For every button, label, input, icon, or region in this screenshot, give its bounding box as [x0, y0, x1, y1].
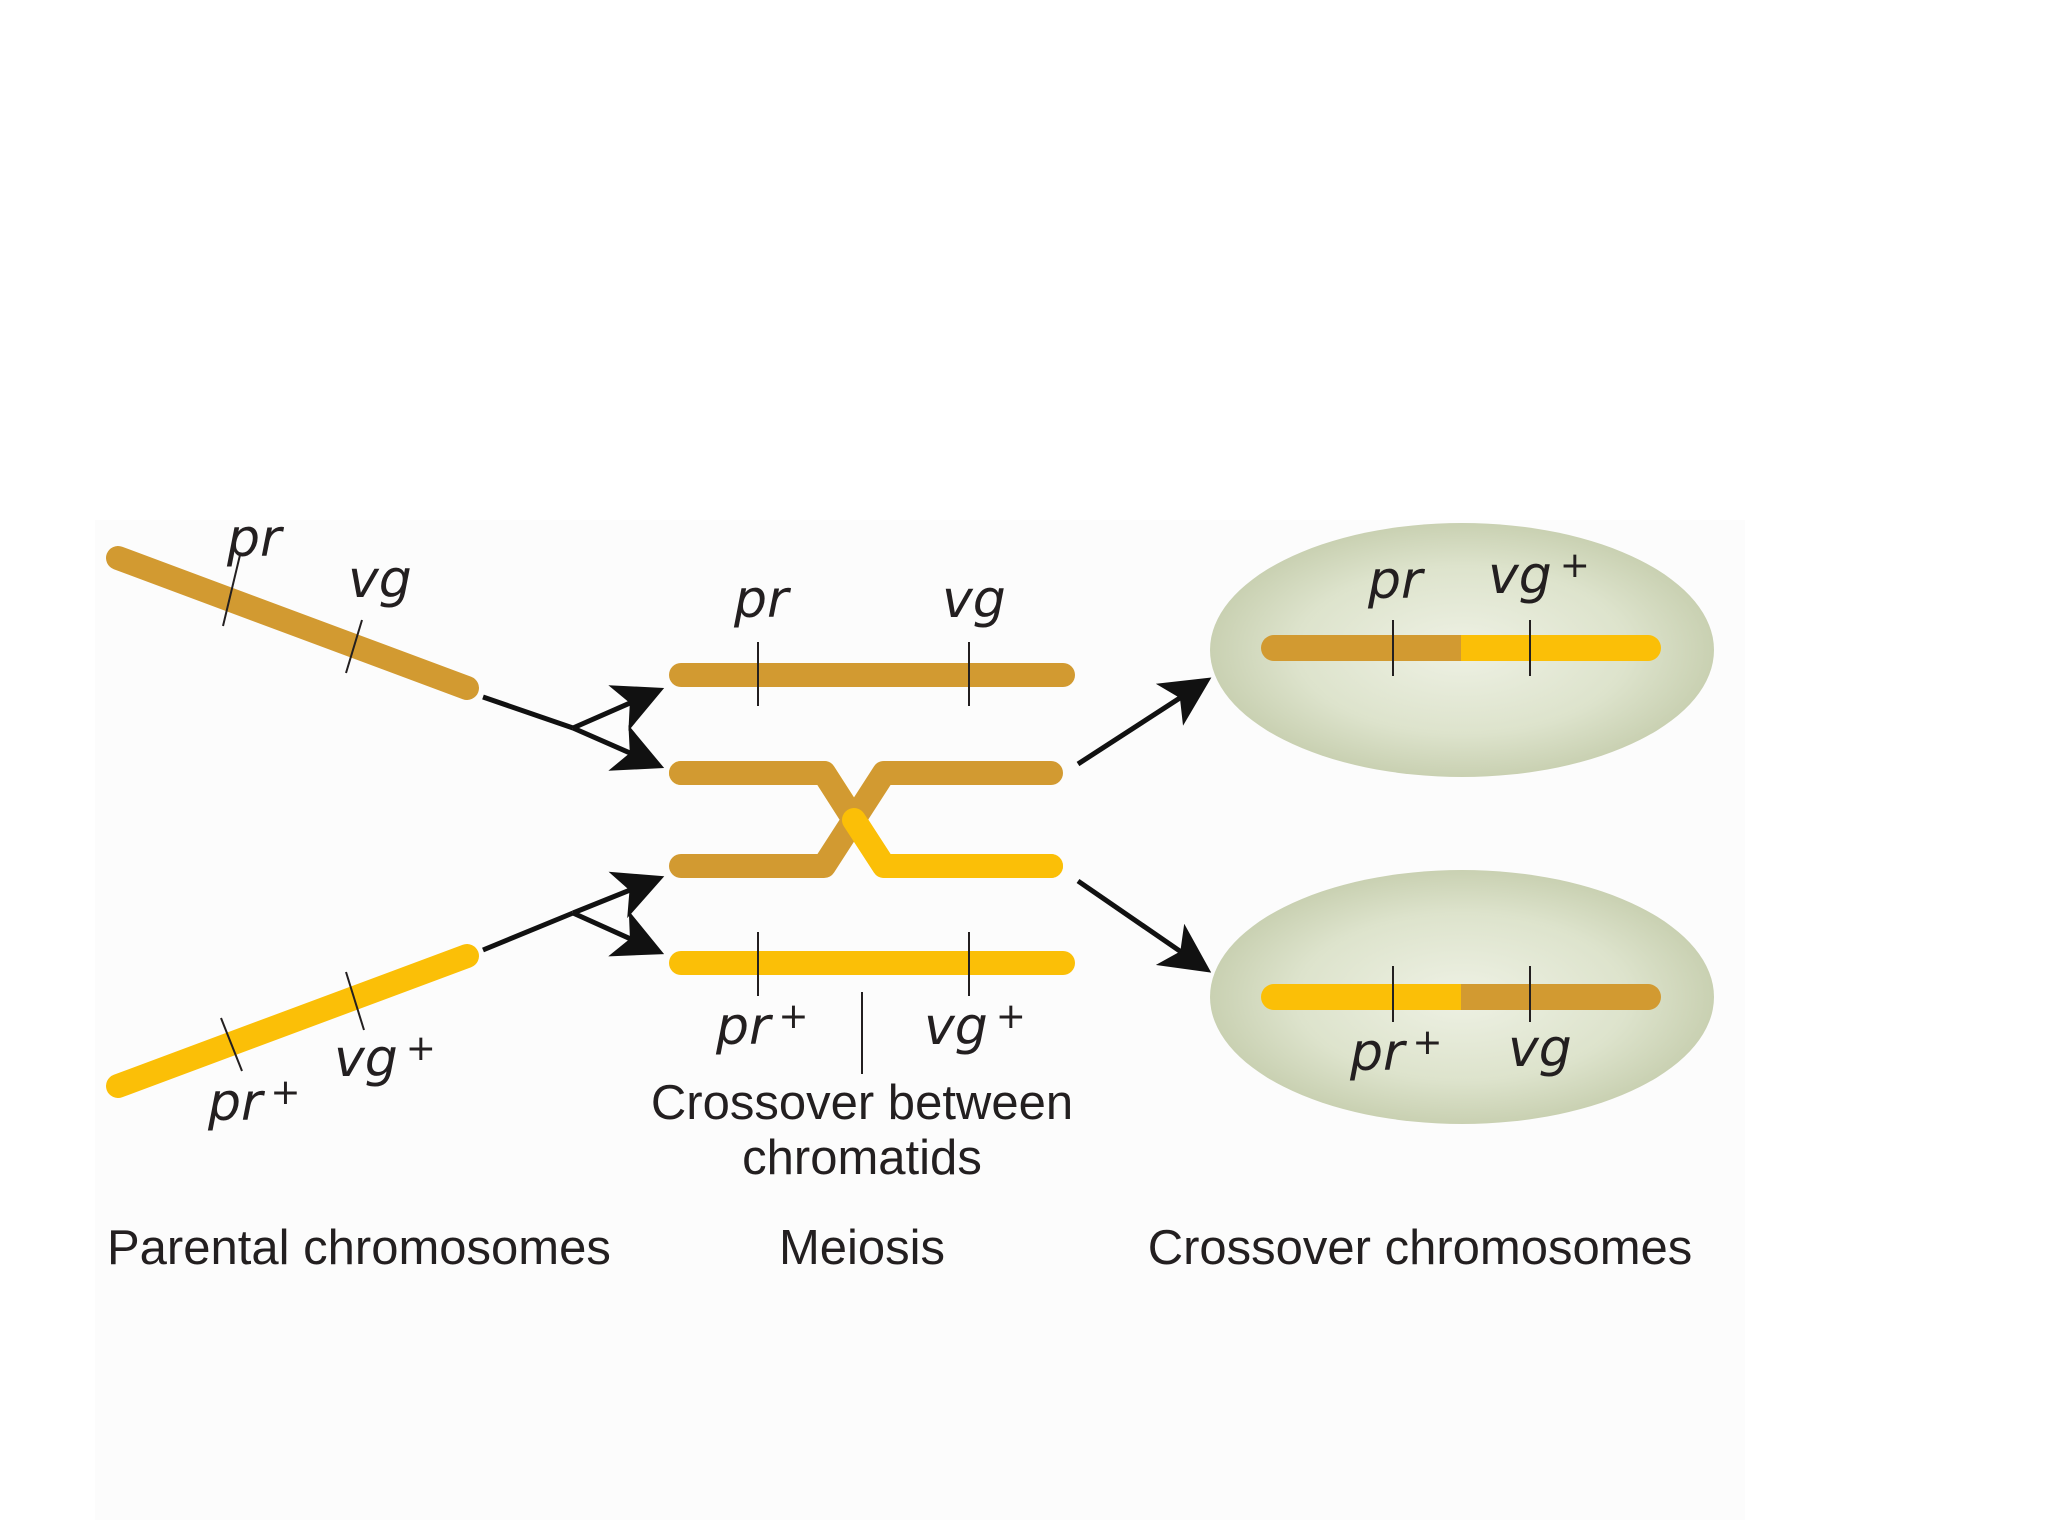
arrows-to-cells	[1076, 677, 1212, 973]
arrow-to-chromatid-3	[572, 871, 665, 919]
locus-pr-tick	[222, 554, 241, 627]
locus-vg-tick	[345, 619, 363, 674]
caption-meiosis: Meiosis	[779, 1221, 945, 1275]
bottom-cell-vg-label: vg	[1508, 1019, 1572, 1079]
parental-chromosome-pr-plus-vg-plus	[106, 944, 479, 1098]
meiosis-vg-plus-label: vg+	[924, 996, 1026, 1057]
top-cell-pr-label: pr	[1367, 551, 1426, 611]
caption-crossover-chromosomes: Crossover chromosomes	[1148, 1221, 1693, 1275]
parental-chromosome-pr-vg	[106, 546, 479, 700]
crossover-note-line2: chromatids	[742, 1131, 982, 1185]
caption-parental-chromosomes: Parental chromosomes	[107, 1221, 611, 1275]
locus-vg-plus-tick	[345, 971, 365, 1031]
parental-pr-label: pr	[226, 509, 285, 569]
arrow-to-chromatid-4	[571, 910, 665, 957]
arrow-to-chromatid-2	[571, 725, 665, 771]
parental-vg-label: vg	[348, 550, 412, 610]
chromatid-3-overlap	[842, 808, 1063, 878]
locus-pr-plus-tick	[220, 1017, 243, 1072]
chromatid-2-overlap	[669, 761, 866, 832]
recombinant-chromosome-top-joint	[1440, 635, 1461, 661]
meiosis-pr-plus-label: pr+	[715, 996, 809, 1057]
bottom-cell-pr-plus-label: pr+	[1349, 1022, 1443, 1083]
crossover-note-line1: Crossover between	[651, 1076, 1073, 1130]
arrow-to-chromatid-1	[571, 685, 665, 731]
arrow-top-trunk	[482, 694, 574, 731]
meiosis-pr-label: pr	[733, 570, 792, 630]
parental-vg-plus-label: vg+	[334, 1028, 436, 1089]
arrows-to-meiosis	[482, 685, 665, 957]
parental-chromosomes: pr vg pr+ vg+	[106, 509, 479, 1133]
arrow-to-cell-top	[1076, 677, 1212, 767]
crossover-chromosomes: pr vg+ pr+ vg	[1210, 523, 1714, 1124]
meiosis-vg-label: vg	[942, 570, 1006, 630]
arrow-to-cell-bottom	[1076, 878, 1212, 973]
recombinant-chromosome-bottom-joint	[1440, 984, 1461, 1010]
parental-pr-plus-label: pr+	[207, 1072, 301, 1133]
arrow-bottom-trunk	[482, 910, 574, 953]
meiosis-chromatids: pr vg pr+ vg+ Crossover between chromati…	[651, 570, 1075, 1185]
top-cell-vg-plus-label: vg+	[1488, 545, 1590, 606]
